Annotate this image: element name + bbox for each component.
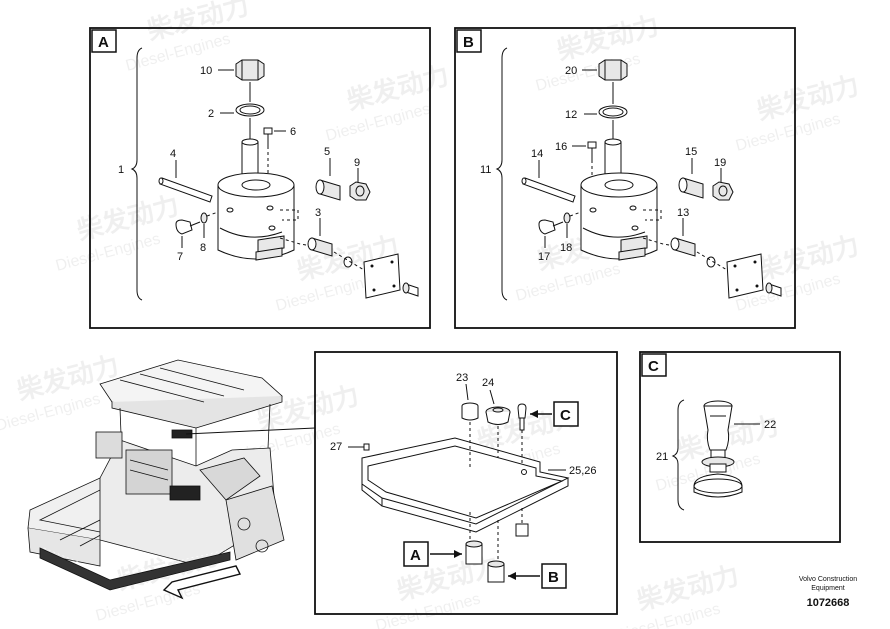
panel-a-tag: A	[98, 34, 109, 51]
part-label-6: 6	[290, 126, 296, 138]
screw-part	[263, 127, 273, 135]
paver-machine-illustration	[27, 359, 316, 600]
nut-part	[598, 59, 628, 81]
callout-a-box	[403, 541, 429, 567]
connector-plate	[726, 253, 764, 299]
bolt-part	[538, 219, 556, 235]
watermark-cn: 柴发动力	[633, 560, 742, 616]
o-ring-part	[235, 103, 265, 117]
part-label-10: 10	[200, 65, 212, 77]
part-label-1: 1	[118, 164, 124, 176]
part-label-19: 19	[714, 157, 726, 169]
part-label-12: 12	[565, 109, 577, 121]
callout-b-box	[541, 563, 567, 589]
part-label-2: 2	[208, 108, 214, 120]
callout-c: C	[560, 407, 571, 424]
part-label-5: 5	[324, 146, 330, 158]
panel-c-tag: C	[648, 358, 659, 375]
overview-frame	[314, 351, 618, 615]
o-ring-part	[598, 105, 628, 119]
hex-nut-part	[712, 181, 734, 201]
selector-knob	[461, 406, 479, 421]
part-label-8: 8	[200, 242, 206, 254]
pin-part	[522, 177, 576, 203]
part-label-3: 3	[315, 207, 321, 219]
panel-b-tag-box	[456, 29, 482, 53]
part-label-20: 20	[565, 65, 577, 77]
callout-b: B	[548, 569, 559, 586]
part-label-7: 7	[177, 251, 183, 263]
panel-a-frame	[89, 27, 431, 329]
joystick-small	[517, 403, 527, 419]
part-label-11: 11	[480, 164, 491, 176]
group-bracket	[130, 47, 143, 301]
part-label-16: 16	[555, 141, 567, 153]
group-bracket	[495, 47, 508, 301]
part-label-17: 17	[538, 251, 550, 263]
panel-a: A 1 10 2 6	[89, 27, 431, 329]
hex-nut-part	[349, 181, 371, 201]
brand-line-1: Volvo Construction	[799, 576, 857, 583]
watermark-cn: 柴发动力	[553, 10, 662, 66]
brand-line-2: Equipment	[811, 585, 845, 592]
panel-c-frame	[639, 351, 841, 543]
part-label-18: 18	[560, 242, 572, 254]
group-bracket	[671, 399, 685, 511]
panel-a-tag-box	[91, 29, 117, 53]
washer-part	[563, 212, 571, 224]
panel-c: C 21 22	[639, 351, 841, 543]
callout-c-box	[553, 401, 579, 427]
panel-b-frame	[454, 27, 796, 329]
part-label-21: 21	[656, 451, 668, 463]
nut-part	[235, 59, 265, 81]
overview-panel: 27 23 24 C 25,26 A	[314, 351, 618, 615]
part-label-9: 9	[354, 157, 360, 169]
watermark-cn: 柴发动力	[753, 70, 862, 126]
panel-c-tag-box	[641, 353, 667, 377]
part-label-14: 14	[531, 148, 543, 160]
part-label-25-26: 25,26	[569, 465, 597, 477]
watermark-cn: 柴发动力	[343, 60, 452, 116]
panel-b-tag: B	[463, 34, 474, 51]
joystick-grip	[703, 405, 733, 451]
direction-arrow	[162, 565, 242, 600]
part-label-27: 27	[330, 441, 342, 453]
panel-b: B 11 20 12 16 14	[454, 27, 796, 329]
connector-plate	[363, 253, 401, 299]
part-label-23: 23	[456, 372, 468, 384]
part-label-13: 13	[677, 207, 689, 219]
screw-part	[587, 141, 597, 149]
callout-a: A	[410, 547, 421, 564]
part-label-15: 15	[685, 146, 697, 158]
part-label-22: 22	[764, 419, 776, 431]
watermark-cn: 柴发动力	[753, 230, 862, 286]
part-label-4: 4	[170, 148, 176, 160]
joystick-base	[693, 473, 743, 498]
drawing-number: 1072668	[807, 597, 850, 609]
footer: Volvo Construction Equipment 1072668	[799, 576, 857, 609]
connector-under	[515, 523, 529, 537]
washer-part	[200, 212, 208, 224]
bolt-part	[175, 219, 193, 235]
part-label-24: 24	[482, 377, 494, 389]
watermark-cn: 柴发动力	[13, 350, 122, 406]
